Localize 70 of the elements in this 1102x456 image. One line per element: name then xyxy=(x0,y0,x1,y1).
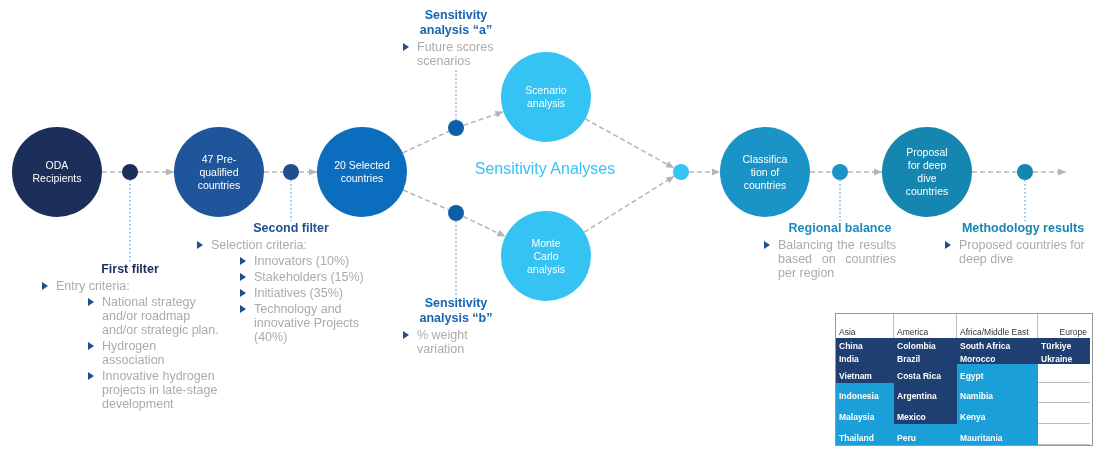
circle-label: ODA Recipients xyxy=(31,159,83,185)
annotation-heading: Second filter xyxy=(252,221,330,236)
country-cell: China xyxy=(836,338,894,351)
circle-label: Classifica tion of countries xyxy=(741,152,789,192)
annotation-block xyxy=(40,262,220,411)
leader-line xyxy=(1024,179,1026,222)
list-item-text: National strategy and/or roadmap and/or strategic plan. xyxy=(102,295,220,337)
country-cell: Kenya xyxy=(957,403,1038,424)
country-cell: Malaysia xyxy=(836,403,894,424)
flow-arrow xyxy=(584,118,675,169)
list-item-text: Stakeholders (15%) xyxy=(254,270,364,284)
junction-dot xyxy=(122,164,138,180)
circle-label: Monte Carlo analysis xyxy=(526,236,566,276)
flow-arrow xyxy=(1032,168,1067,176)
circle-label: Scenario analysis xyxy=(524,84,568,110)
junction-dot xyxy=(448,205,464,221)
annotation-heading: Methodology results xyxy=(960,221,1086,236)
list-item-text: Initiatives (35%) xyxy=(254,286,343,300)
flow-arrow xyxy=(462,215,507,238)
junction-dot xyxy=(283,164,299,180)
country-cell: Indonesia xyxy=(836,383,894,403)
section-caption: Sensitivity Analyses xyxy=(473,160,617,178)
country-cell: India xyxy=(836,351,894,364)
flow-arrow xyxy=(298,168,318,176)
country-cell: Peru xyxy=(894,424,957,445)
list-item-text: Selection criteria: xyxy=(211,238,307,252)
leader-line xyxy=(455,220,457,297)
flow-arrow xyxy=(583,175,675,233)
list-item-text: Technology and innovative Projects (40%) xyxy=(254,302,360,344)
country-cell: Argentina xyxy=(894,383,957,403)
leader-line xyxy=(129,179,131,263)
country-cell: Egypt xyxy=(957,364,1038,383)
annotation-heading: Regional balance xyxy=(787,221,893,236)
country-cell: Colombia xyxy=(894,338,957,351)
country-cell: Brazil xyxy=(894,351,957,364)
list-item-text: Innovators (10%) xyxy=(254,254,350,268)
list-item-text: Hydrogen association xyxy=(102,339,166,367)
list-item-text: Proposed countries for deep dive xyxy=(959,238,1086,266)
country-cell: Thailand xyxy=(836,424,894,445)
country-cell: Mauritania xyxy=(957,424,1038,445)
flow-arrow xyxy=(462,110,505,127)
list-item-text: Innovative hydrogen projects in late-stage development xyxy=(102,369,219,411)
junction-dot xyxy=(1017,164,1033,180)
list-item-text: Balancing the results based on countries per region xyxy=(778,238,896,280)
country-cell: Ukraine xyxy=(1038,351,1090,364)
country-cell: Vietnam xyxy=(836,364,894,383)
list-item-text: % weight variation xyxy=(417,328,469,356)
country-cell: Namibia xyxy=(957,383,1038,403)
flow-arrow xyxy=(688,168,721,176)
list-item-text: Future scores scenarios xyxy=(417,40,495,68)
annotation-heading: Sensitivity analysis “a” xyxy=(418,8,494,38)
junction-dot xyxy=(673,164,689,180)
circle-label: 47 Pre-qualified countries xyxy=(196,152,242,192)
circle-label: Proposal for deep dive countries xyxy=(904,146,950,198)
list-item-text: Entry criteria: xyxy=(56,279,130,293)
country-cell: Morocco xyxy=(957,351,1038,364)
leader-line xyxy=(290,179,292,222)
junction-dot xyxy=(832,164,848,180)
flow-arrow xyxy=(847,168,883,176)
junction-dot xyxy=(448,120,464,136)
annotation-heading: First filter xyxy=(100,262,160,277)
circle-label: 20 Selected countries xyxy=(333,159,391,185)
annotation-heading: Sensitivity analysis “b” xyxy=(418,296,494,326)
country-cell: Mexico xyxy=(894,403,957,424)
flow-arrow xyxy=(137,168,175,176)
column-header: Europe xyxy=(1058,326,1088,338)
leader-line xyxy=(839,179,841,222)
country-cell: Costa Rica xyxy=(894,364,957,383)
country-cell: Türkiye xyxy=(1038,338,1090,351)
country-cell: South Africa xyxy=(957,338,1038,351)
